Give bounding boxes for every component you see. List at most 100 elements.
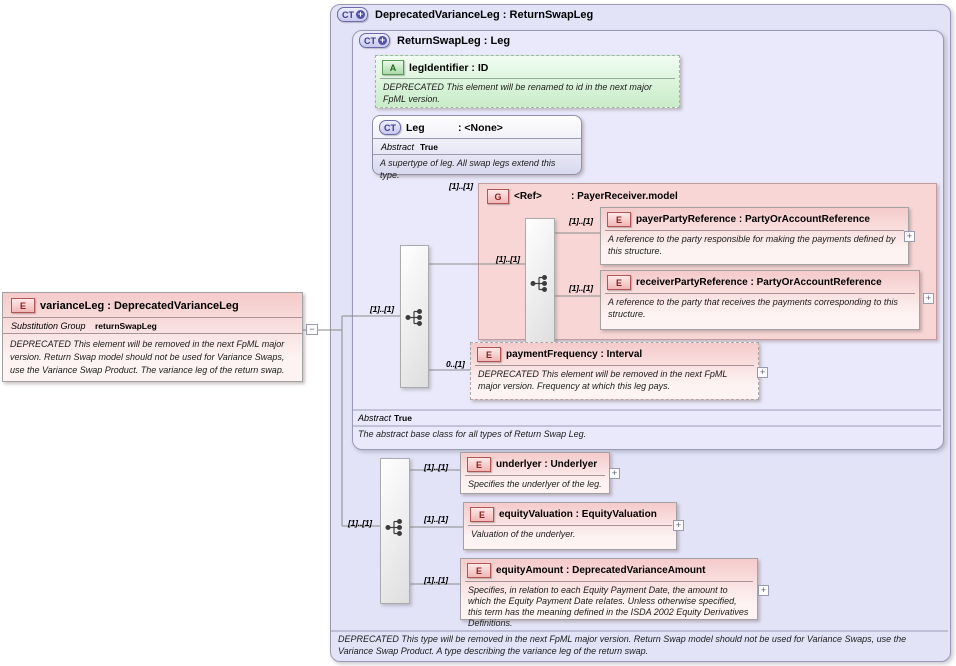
cardinality-label: 0..[1]: [446, 359, 465, 369]
abstract-row: Abstract True: [358, 413, 938, 423]
element-header: E payerPartyReference : PartyOrAccountRe…: [601, 208, 908, 230]
substitution-group-row: Substitution Group returnSwapLeg: [3, 317, 302, 334]
element-title: equityValuation : EquityValuation: [499, 509, 657, 520]
element-title: equityAmount : DeprecatedVarianceAmount: [496, 565, 706, 576]
attribute-description: DEPRECATED This element will be renamed …: [383, 82, 652, 104]
complex-type-title: ReturnSwapLeg : Leg: [397, 34, 511, 47]
attribute-title: legIdentifier : ID: [409, 61, 489, 74]
base-type-name: Leg: [406, 121, 425, 134]
cardinality-label: [1]..[1]: [496, 254, 520, 264]
sequence-icon: [385, 519, 403, 537]
cardinality-label: [1]..[1]: [424, 575, 448, 585]
expand-icon[interactable]: +: [609, 468, 620, 479]
element-variance-leg[interactable]: E varianceLeg : DeprecatedVarianceLeg Su…: [2, 292, 303, 382]
element-header: E paymentFrequency : Interval: [471, 343, 758, 365]
complex-type-badge[interactable]: CT +: [337, 7, 368, 22]
separator: [380, 78, 675, 79]
element-header: E receiverPartyReference : PartyOrAccoun…: [601, 271, 919, 293]
element-icon: E: [607, 212, 631, 227]
group-type: : PayerReceiver.model: [571, 191, 678, 202]
element-payment-frequency[interactable]: E paymentFrequency : Interval DEPRECATED…: [470, 342, 759, 400]
abstract-label: Abstract: [381, 142, 415, 152]
substitution-group-label: Substitution Group: [11, 321, 86, 331]
element-title: receiverPartyReference : PartyOrAccountR…: [636, 277, 882, 288]
collapse-icon[interactable]: −: [306, 324, 318, 335]
element-header: E equityAmount : DeprecatedVarianceAmoun…: [461, 559, 757, 581]
separator: [465, 475, 605, 476]
element-icon: E: [467, 457, 491, 472]
element-equity-valuation[interactable]: E equityValuation : EquityValuation Valu…: [463, 502, 677, 550]
element-header: E underlyer : Underlyer: [461, 453, 609, 475]
expand-icon[interactable]: +: [758, 585, 769, 596]
abstract-label: Abstract: [358, 413, 392, 423]
attribute-leg-identifier[interactable]: A legIdentifier : ID DEPRECATED This ele…: [375, 55, 680, 108]
complex-type-badge-label: CT: [342, 9, 354, 20]
outer-container-description: DEPRECATED This type will be removed in …: [338, 634, 907, 656]
base-type-header: CT Leg : <None>: [373, 116, 581, 138]
separator: [475, 365, 754, 366]
base-type-description: A supertype of leg. All swap legs extend…: [380, 158, 556, 180]
element-description: DEPRECATED This element will be removed …: [478, 369, 728, 391]
element-description: A reference to the party responsible for…: [608, 234, 896, 256]
element-icon: E: [467, 563, 491, 578]
element-title: paymentFrequency : Interval: [506, 349, 643, 360]
separator: [605, 293, 915, 294]
element-description: Specifies, in relation to each Equity Pa…: [468, 585, 749, 628]
group-name: <Ref>: [514, 191, 542, 202]
complex-type-badge-label: CT: [384, 122, 396, 133]
separator: [468, 525, 672, 526]
element-description: Specifies the underlyer of the leg.: [468, 479, 602, 489]
complex-type-title: DeprecatedVarianceLeg : ReturnSwapLeg: [375, 8, 594, 21]
element-description: DEPRECATED This element will be removed …: [10, 339, 285, 375]
element-payer-party-reference[interactable]: E payerPartyReference : PartyOrAccountRe…: [600, 207, 909, 265]
element-header: E varianceLeg : DeprecatedVarianceLeg: [3, 293, 302, 317]
sequence-connector: [400, 245, 429, 388]
cardinality-label: [1]..[1]: [569, 283, 593, 293]
cardinality-label: [1]..[1]: [424, 514, 448, 524]
element-title: varianceLeg : DeprecatedVarianceLeg: [40, 299, 239, 312]
element-underlyer[interactable]: E underlyer : Underlyer Specifies the un…: [460, 452, 610, 494]
sequence-icon: [530, 275, 548, 293]
complex-type-badge: CT: [379, 120, 401, 135]
base-type-leg[interactable]: CT Leg : <None> Abstract True A supertyp…: [372, 115, 582, 180]
sequence-connector: [525, 218, 555, 345]
separator: [465, 581, 753, 582]
cardinality-label: [1]..[1]: [370, 304, 394, 314]
element-description: Valuation of the underlyer.: [471, 529, 576, 539]
expand-icon[interactable]: +: [673, 520, 684, 531]
expand-icon[interactable]: +: [757, 367, 768, 378]
substitution-group-value: returnSwapLeg: [95, 321, 157, 331]
sequence-icon: [405, 309, 423, 327]
separator: [605, 230, 904, 231]
element-icon: E: [11, 298, 35, 313]
element-icon: E: [470, 507, 494, 522]
attribute-header: A legIdentifier : ID: [376, 56, 679, 78]
cardinality-label: [1]..[1]: [449, 181, 473, 191]
element-title: payerPartyReference : PartyOrAccountRefe…: [636, 214, 870, 225]
cardinality-label: [1]..[1]: [424, 462, 448, 472]
complex-type-badge[interactable]: CT +: [359, 33, 390, 48]
abstract-value: True: [420, 142, 438, 152]
element-description: A reference to the party that receives t…: [608, 297, 898, 319]
ct-plus-icon: +: [356, 9, 365, 19]
element-header: E equityValuation : EquityValuation: [464, 503, 676, 525]
abstract-value: True: [394, 413, 412, 423]
expand-icon[interactable]: +: [923, 293, 934, 304]
element-icon: E: [477, 347, 501, 362]
expand-icon[interactable]: +: [904, 231, 915, 242]
cardinality-label: [1]..[1]: [348, 518, 372, 528]
inner-container-description: The abstract base class for all types of…: [358, 429, 587, 439]
ct-plus-icon: +: [378, 35, 387, 45]
cardinality-label: [1]..[1]: [569, 216, 593, 226]
header-return-swap-leg: CT + ReturnSwapLeg : Leg: [359, 33, 510, 48]
element-equity-amount[interactable]: E equityAmount : DeprecatedVarianceAmoun…: [460, 558, 758, 628]
group-icon: G: [487, 189, 509, 204]
header-deprecated-variance-leg: CT + DeprecatedVarianceLeg : ReturnSwapL…: [337, 7, 593, 22]
attribute-icon: A: [382, 60, 404, 75]
sequence-connector: [380, 458, 410, 604]
element-icon: E: [607, 275, 631, 290]
element-title: underlyer : Underlyer: [496, 459, 598, 470]
element-receiver-party-reference[interactable]: E receiverPartyReference : PartyOrAccoun…: [600, 270, 920, 330]
group-header: G <Ref> : PayerReceiver.model: [479, 184, 936, 209]
